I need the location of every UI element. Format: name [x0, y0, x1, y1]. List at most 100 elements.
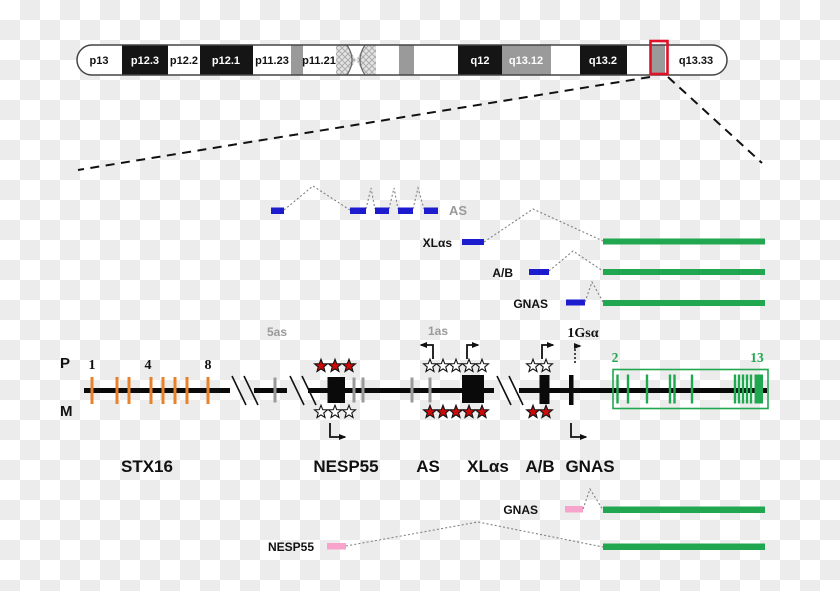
band-label: q13.33 — [679, 55, 713, 67]
gene-label-gnas: GNAS — [565, 457, 614, 476]
gnas-transcript-label: GNAS — [513, 297, 548, 311]
gsa-promoter: 1Gsα — [567, 326, 599, 440]
band-label: p12.1 — [212, 55, 240, 67]
sequence-break-icon — [231, 375, 259, 406]
gene-labels: STX16 NESP55 AS XLαs A/B GNAS — [121, 457, 615, 476]
stx16-exon-ticks — [90, 377, 210, 404]
band-label: q13.2 — [589, 55, 617, 67]
stx16-exon-tick — [127, 377, 131, 404]
ab-transcription-start-arrow — [541, 342, 555, 359]
gnas-exon1 — [566, 299, 585, 306]
exon-tick — [428, 377, 432, 403]
gsa-exon-tick — [733, 374, 737, 404]
centromere-pinch-bottom — [346, 60, 366, 75]
gene-label-as: AS — [416, 457, 440, 476]
methylated-star-icon — [448, 404, 464, 419]
gnas-maternal-transcript: GNAS — [503, 487, 765, 517]
band-gray-small — [291, 45, 303, 75]
methylated-star-icon — [435, 404, 451, 419]
gsa-exons-bar — [603, 506, 765, 513]
band-label: p12.2 — [170, 55, 198, 67]
band-p12-1 — [200, 45, 253, 75]
xlas-exon — [462, 239, 484, 245]
band-p12-2 — [168, 45, 200, 75]
unmethylated-star-icon — [525, 358, 541, 373]
gsa-exons-box — [612, 368, 769, 410]
methylated-star-icon — [461, 404, 477, 419]
splice-lines — [582, 487, 604, 511]
stx16-exon-tick — [173, 377, 177, 404]
maternal-allele-label: M — [60, 403, 73, 420]
methylated-star-icon — [474, 404, 490, 419]
band-white — [414, 45, 458, 75]
methylated-star-icon — [327, 358, 343, 373]
exon-tick — [352, 377, 356, 403]
gsa-exon-number-last: 13 — [750, 350, 764, 365]
band-p13 — [77, 45, 122, 75]
gsa-promoter-label: 1Gsα — [567, 326, 598, 341]
stx16-exon-tick — [149, 377, 153, 404]
zoom-region-highlight-box — [649, 39, 669, 76]
unmethylated-star-icon — [422, 358, 438, 373]
gsa-exons-bar — [603, 543, 765, 550]
band-label: p11.21 — [302, 55, 336, 67]
unmethylated-star-icon — [327, 404, 343, 419]
splice-lines — [483, 208, 604, 243]
band-white — [376, 45, 399, 75]
maternal-transcription-start-arrow — [329, 423, 347, 440]
band-white — [627, 45, 651, 75]
gsa-exon-tick — [749, 374, 753, 404]
maternal-transcripts: GNAS NESP55 — [268, 487, 765, 554]
band-p12-3 — [122, 45, 168, 75]
gsa-exon-tick — [745, 374, 749, 404]
band-p11-23 — [253, 45, 291, 75]
as-exon — [271, 207, 284, 214]
sequence-break-icon — [289, 375, 317, 406]
xlas-transcript: XLαs — [423, 208, 765, 250]
exon-tick — [410, 377, 414, 403]
xlas-transcription-start-arrow — [466, 342, 480, 359]
gsa-exon-tick — [690, 374, 694, 404]
band-p11-21 — [303, 45, 336, 75]
splice-lines — [345, 521, 604, 548]
stx16-exon-tick — [90, 377, 94, 404]
exon-tick — [273, 377, 277, 403]
nesp55-exon-box — [327, 377, 345, 403]
gene-label-stx16: STX16 — [121, 457, 173, 476]
gsa-exon-tick — [616, 374, 619, 404]
xlas-exon-box — [462, 375, 484, 403]
band-q13-32-highlighted — [651, 45, 665, 75]
paternal-allele-label: P — [60, 355, 70, 372]
ab-transcript-label: A/B — [492, 266, 513, 280]
gsa-exons-bar — [603, 238, 765, 245]
methylated-star-icon — [422, 404, 438, 419]
band-q13-2 — [580, 45, 627, 75]
band-label: p12.3 — [131, 55, 159, 67]
gene-label-xlas: XLαs — [467, 457, 509, 476]
unmethylated-star-icon — [461, 358, 477, 373]
as-transcription-start-arrow — [419, 342, 434, 359]
stx16-exon-tick — [206, 377, 210, 404]
gsa-exon-tick — [741, 374, 745, 404]
band-label: q13.12 — [509, 55, 543, 67]
unmethylated-star-icon — [313, 404, 329, 419]
stx16-exon-number: 1 — [89, 358, 96, 373]
locus-map: P M 1 4 8 — [60, 324, 769, 476]
unmethylated-star-icon — [538, 358, 554, 373]
as-exon — [375, 207, 389, 214]
nesp55-dmr — [313, 358, 357, 440]
gsa-exon-number-first: 2 — [612, 350, 619, 365]
centromere-pinch-top — [346, 45, 366, 60]
exon-tick — [361, 377, 365, 403]
band-label: p13 — [90, 55, 109, 67]
methylated-star-icon — [525, 404, 541, 419]
nesp55-maternal-label: NESP55 — [268, 540, 314, 554]
stx16-exon-number: 8 — [205, 358, 212, 373]
ab-transcript: A/B — [492, 250, 765, 280]
as-exon — [350, 207, 366, 214]
nesp55-maternal-transcript: NESP55 — [268, 521, 765, 554]
chromosome-ideogram: p13 p12.3 p12.2 p12.1 p11.23 p11.21 q12 … — [76, 39, 728, 76]
ab-dmr — [525, 342, 555, 419]
